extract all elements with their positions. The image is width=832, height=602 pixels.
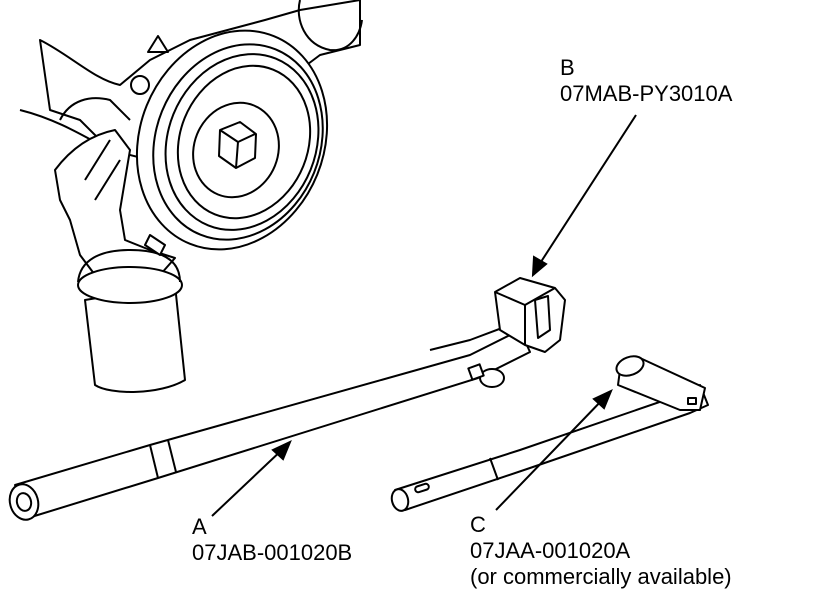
tool-c-handle bbox=[390, 355, 709, 512]
callout-b: B 07MAB-PY3010A bbox=[560, 55, 732, 107]
callout-a: A 07JAB-001020B bbox=[192, 514, 352, 566]
ratchet-knob bbox=[479, 368, 505, 388]
arrowhead-b bbox=[531, 255, 548, 278]
filter-housing bbox=[84, 284, 186, 393]
callout-a-letter: A bbox=[192, 514, 207, 539]
small-nut bbox=[130, 75, 150, 95]
tool-b-socket bbox=[494, 277, 566, 353]
tool-c-socket bbox=[615, 355, 645, 377]
handle-c-end-cap bbox=[390, 488, 410, 512]
leader-lines bbox=[211, 114, 637, 517]
callout-c-letter: C bbox=[470, 512, 486, 537]
callout-c-part-number: 07JAA-001020A bbox=[470, 538, 631, 563]
engine-assembly bbox=[19, 0, 363, 393]
tool-a-handle bbox=[8, 324, 531, 521]
arrowhead-a bbox=[271, 439, 292, 461]
callout-b-letter: B bbox=[560, 55, 575, 80]
engine-block-detail bbox=[297, 0, 363, 52]
timing-mark-triangle bbox=[147, 35, 169, 53]
callout-a-part-number: 07JAB-001020B bbox=[192, 540, 353, 565]
callout-c: C 07JAA-001020A (or commercially availab… bbox=[470, 512, 732, 590]
arrowhead-c bbox=[592, 388, 613, 410]
filter-housing-top bbox=[77, 266, 183, 304]
callout-c-note: (or commercially available) bbox=[470, 564, 732, 589]
leader-line-c bbox=[495, 395, 607, 511]
leader-line-a bbox=[211, 446, 286, 517]
callout-b-part-number: 07MAB-PY3010A bbox=[560, 81, 733, 106]
leader-line-b bbox=[536, 114, 637, 269]
